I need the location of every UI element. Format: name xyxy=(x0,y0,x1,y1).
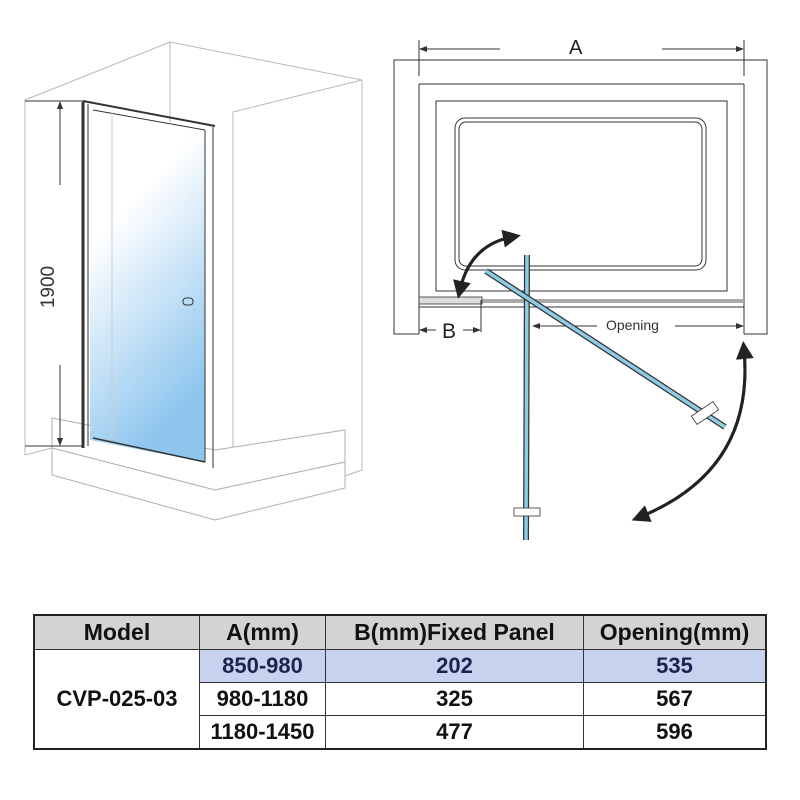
door-frame xyxy=(81,100,216,468)
b-cell: 202 xyxy=(325,649,584,683)
header-model: Model xyxy=(33,614,200,650)
opening-cell: 596 xyxy=(583,715,767,750)
height-label: 1900 xyxy=(38,265,60,309)
a-cell: 980-1180 xyxy=(199,682,326,716)
table-row: 1180-1450 477 596 xyxy=(34,715,767,750)
b-cell: 477 xyxy=(325,715,584,750)
a-cell: 1180-1450 xyxy=(199,715,326,750)
spec-table: Model A(mm) B(mm)Fixed Panel Opening(mm)… xyxy=(33,614,767,750)
table-row: CVP-025-03 850-980 202 535 xyxy=(33,649,767,750)
header-b: B(mm)Fixed Panel xyxy=(325,614,584,650)
opening-label: Opening xyxy=(606,317,659,333)
opening-cell: 567 xyxy=(583,682,767,716)
door-glass xyxy=(90,108,205,462)
opening-cell: 535 xyxy=(583,649,767,683)
header-opening: Opening(mm) xyxy=(583,614,767,650)
table-row: 980-1180 325 567 xyxy=(34,682,767,716)
dim-b-label: B xyxy=(442,320,457,343)
model-cell: CVP-025-03 xyxy=(33,649,200,750)
table-header-row: Model A(mm) B(mm)Fixed Panel Opening(mm) xyxy=(33,614,767,650)
dim-a-label: A xyxy=(569,37,583,59)
a-cell: 850-980 xyxy=(199,649,326,683)
height-dimension xyxy=(25,100,83,447)
header-a: A(mm) xyxy=(199,614,326,650)
b-cell: 325 xyxy=(325,682,584,716)
